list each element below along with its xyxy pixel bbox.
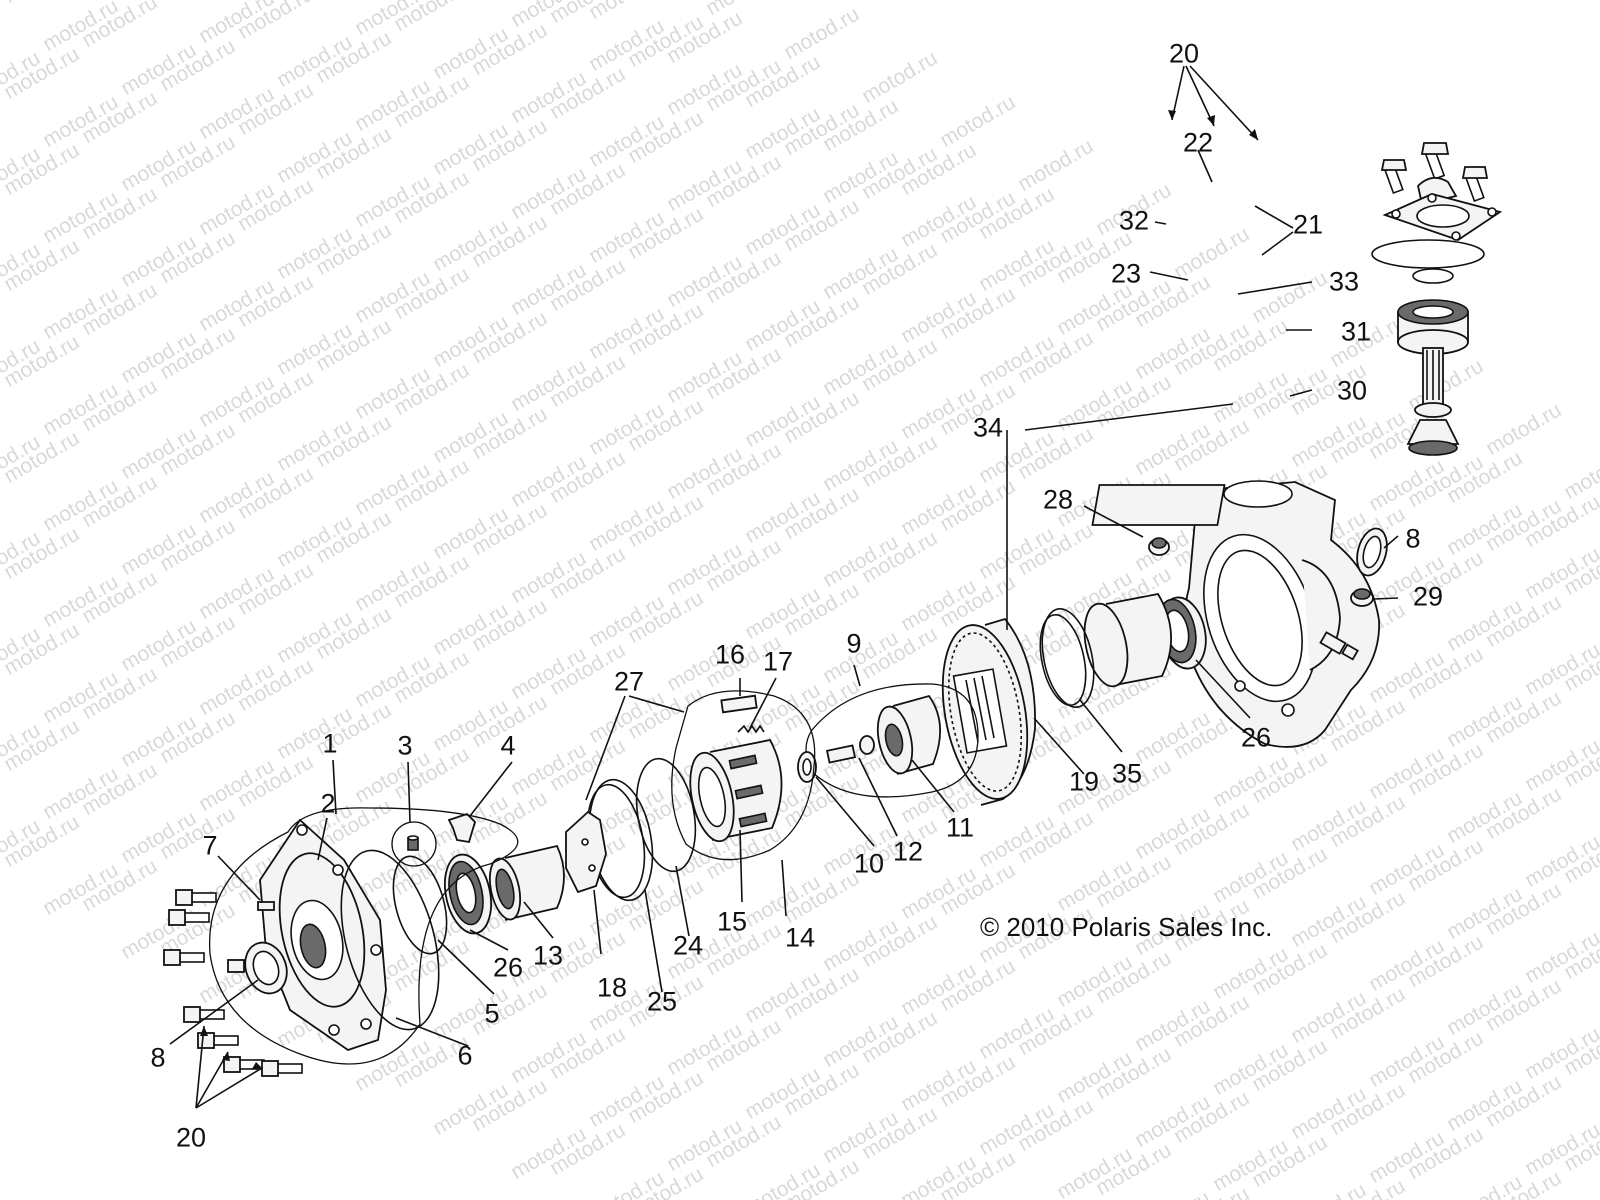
part-label-20-bottom: 20 [175,1122,207,1153]
part-label-4: 4 [500,730,516,761]
seal [1356,527,1388,577]
drain-fitting [1319,631,1359,661]
part-label-28: 28 [1042,484,1074,515]
part-label-10: 10 [853,848,885,879]
part-label-32: 32 [1118,205,1150,236]
bolt [1420,142,1450,180]
callout-outline [391,821,437,867]
washer [859,735,875,755]
part-label-14: 14 [784,922,816,953]
o-ring [1371,239,1485,269]
part-label-6: 6 [457,1040,473,1071]
sleeve [1083,592,1172,688]
ring-gear [941,617,1036,806]
part-label-12: 12 [892,836,924,867]
leader-arrowheads [200,110,1258,1069]
roll-cage [689,738,783,843]
part-label-23: 23 [1110,258,1142,289]
part-label-5: 5 [484,998,500,1029]
bolt [1461,166,1489,203]
part-label-15: 15 [716,906,748,937]
part-label-33: 33 [1328,266,1360,297]
cover-bore [1416,204,1470,228]
clip [447,812,477,844]
part-label-9: 9 [846,628,862,659]
part-label-7: 7 [202,830,218,861]
plug [1148,537,1170,556]
part-label-25: 25 [646,986,678,1017]
part-label-1: 1 [322,728,338,759]
breather-valve [407,835,419,851]
dowel-pin [257,901,275,911]
pin [720,694,758,714]
housing-cover [259,818,387,1051]
part-label-16: 16 [714,639,746,670]
callout-outline [208,807,519,1065]
snap-ring [1412,268,1454,284]
plug [1350,588,1374,607]
bolt [261,1060,303,1077]
top-cover-assembly [1371,142,1503,456]
part-label-19: 19 [1068,766,1100,797]
gasket [340,849,440,1031]
pin [825,744,857,764]
part-label-24: 24 [672,930,704,961]
part-label-13: 13 [532,940,564,971]
part-label-3: 3 [397,730,413,761]
leader-lines [169,65,1399,1109]
bolt [168,909,210,926]
bearing [1397,299,1469,355]
part-label-35: 35 [1111,758,1143,789]
part-label-21: 21 [1292,209,1324,240]
part-label-26-right: 26 [1240,722,1272,753]
needle-bearing [797,751,817,783]
part-label-20-top: 20 [1168,38,1200,69]
bolt [163,949,205,966]
copyright-notice: © 2010 Polaris Sales Inc. [980,912,1273,942]
part-label-26-left: 26 [492,952,524,983]
gearcase-housing [1091,480,1380,748]
pinion-shaft [1406,347,1460,456]
bearing [444,853,492,935]
part-label-11: 11 [945,812,975,843]
bolt [175,889,217,906]
part-label-2: 2 [320,788,336,819]
thrust-ring [1041,608,1095,708]
spring [737,724,765,734]
part-label-30: 30 [1336,375,1368,406]
hub [876,694,942,775]
part-label-8-right: 8 [1405,523,1421,554]
part-label-18: 18 [596,972,628,1003]
part-label-27: 27 [613,666,645,697]
part-label-22: 22 [1182,127,1214,158]
armature-plate [565,810,607,894]
seal [244,941,288,995]
part-label-8-left: 8 [150,1042,166,1073]
gasket [392,855,448,955]
part-label-29: 29 [1412,581,1444,612]
part-label-17: 17 [762,646,794,677]
dowel [227,959,245,973]
callout-outline [671,690,816,861]
part-label-31: 31 [1340,316,1372,347]
part-label-34: 34 [972,412,1004,443]
sleeve [488,844,565,921]
bolt [1380,159,1408,195]
